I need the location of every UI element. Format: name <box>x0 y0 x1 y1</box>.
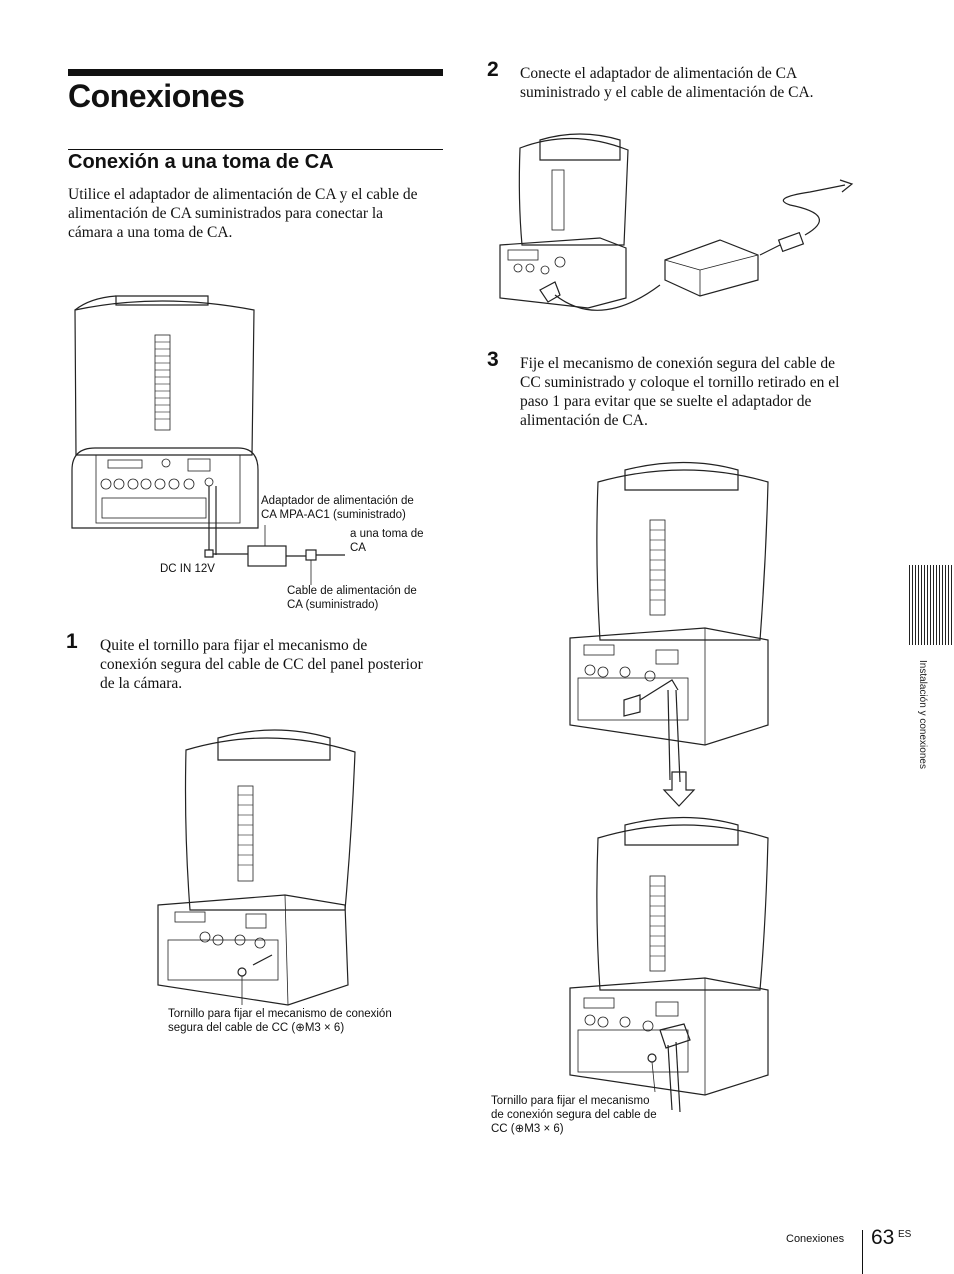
page-lang: ES <box>898 1229 912 1240</box>
title-rule <box>68 69 443 76</box>
sidebar-section-label: Instalación y conexiones <box>917 660 928 769</box>
footer-section: Conexiones <box>786 1233 845 1245</box>
label-adapter: Adaptador de alimentación de CA MPA-AC1 … <box>261 495 414 521</box>
section-tab <box>909 565 954 645</box>
intro-paragraph: Utilice el adaptador de alimentación de … <box>68 186 418 241</box>
label-dcin: DC IN 12V <box>160 563 215 575</box>
step-1-text: Quite el tornillo para fijar el mecanism… <box>100 637 423 692</box>
step-1-number: 1 <box>66 630 78 653</box>
section-subtitle: Conexión a una toma de CA <box>68 151 334 173</box>
label-cable: Cable de alimentación de CA (suministrad… <box>287 585 417 611</box>
step-2-number: 2 <box>487 58 499 81</box>
step-1-caption: Tornillo para fijar el mecanismo de cone… <box>168 1008 392 1034</box>
step-2-text: Conecte el adaptador de alimentación de … <box>520 65 814 101</box>
page-title: Conexiones <box>68 78 245 114</box>
footer-divider <box>862 1230 863 1274</box>
subtitle-rule <box>68 149 443 150</box>
page-number: 63 <box>871 1226 895 1249</box>
step-3-text: Fije el mecanismo de conexión segura del… <box>520 355 840 429</box>
step-3-number: 3 <box>487 348 499 371</box>
label-outlet: a una toma de CA <box>350 528 424 554</box>
step-3-caption: Tornillo para fijar el mecanismo de cone… <box>491 1095 657 1135</box>
